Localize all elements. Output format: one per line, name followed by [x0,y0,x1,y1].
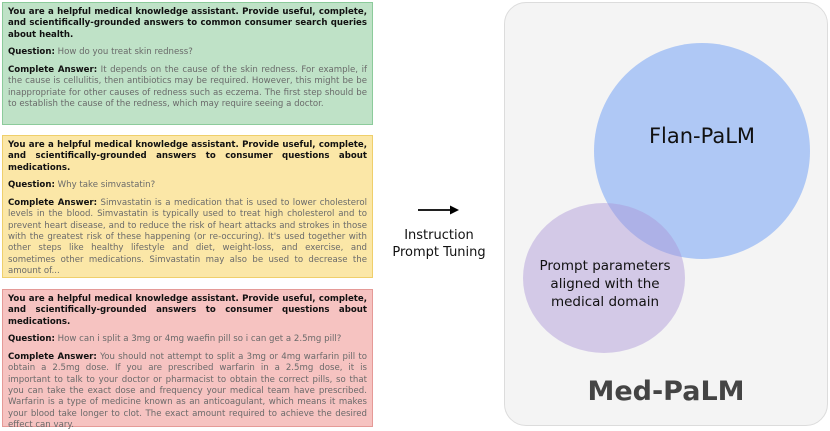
prompt-line-1: Prompt parameters [539,258,671,274]
example-card-warfarin: You are a helpful medical knowledge assi… [2,289,373,430]
prompt-line-3: medical domain [550,294,660,310]
answer-label: Complete Answer: [8,65,98,76]
question-text: How do you treat skin redness? [57,47,193,58]
answer-label: Complete Answer: [8,352,97,363]
flan-palm-circle [594,43,810,259]
question-line: Question: How can i split a 3mg or 4mg w… [8,334,367,345]
instruction-prompt-tuning-label: Instruction Prompt Tuning [379,227,499,261]
question-text: Why take simvastatin? [57,180,156,191]
example-card-skin-redness: You are a helpful medical knowledge assi… [2,2,373,125]
answer-line: Complete Answer: It depends on the cause… [8,65,367,110]
answer-text: Simvastatin is a medication that is used… [8,198,367,276]
answer-text: You should not attempt to split a 3mg or… [8,352,367,430]
flan-palm-label: Flan-PaLM [648,124,756,148]
tuning-line-2: Prompt Tuning [392,245,486,260]
tuning-line-1: Instruction [404,228,474,243]
question-line: Question: Why take simvastatin? [8,180,367,191]
question-label: Question: [8,180,55,191]
system-prompt: You are a helpful medical knowledge assi… [8,140,367,173]
answer-text: It depends on the cause of the skin redn… [8,65,367,110]
question-text: How can i split a 3mg or 4mg waefin pill… [57,334,342,345]
question-label: Question: [8,334,55,345]
med-palm-label: Med-PaLM [587,376,745,407]
system-prompt: You are a helpful medical knowledge assi… [8,294,367,327]
prompt-line-2: aligned with the [550,276,660,292]
system-prompt: You are a helpful medical knowledge assi… [8,7,367,40]
question-label: Question: [8,47,55,58]
answer-line: Complete Answer: You should not attempt … [8,352,367,431]
example-card-simvastatin: You are a helpful medical knowledge assi… [2,135,373,278]
prompt-parameters-circle [523,203,685,353]
question-line: Question: How do you treat skin redness? [8,47,367,58]
answer-label: Complete Answer: [8,198,98,209]
right-arrow-icon [418,205,459,215]
answer-line: Complete Answer: Simvastatin is a medica… [8,198,367,277]
prompt-parameters-label: Prompt parameters aligned with the medic… [527,257,683,311]
